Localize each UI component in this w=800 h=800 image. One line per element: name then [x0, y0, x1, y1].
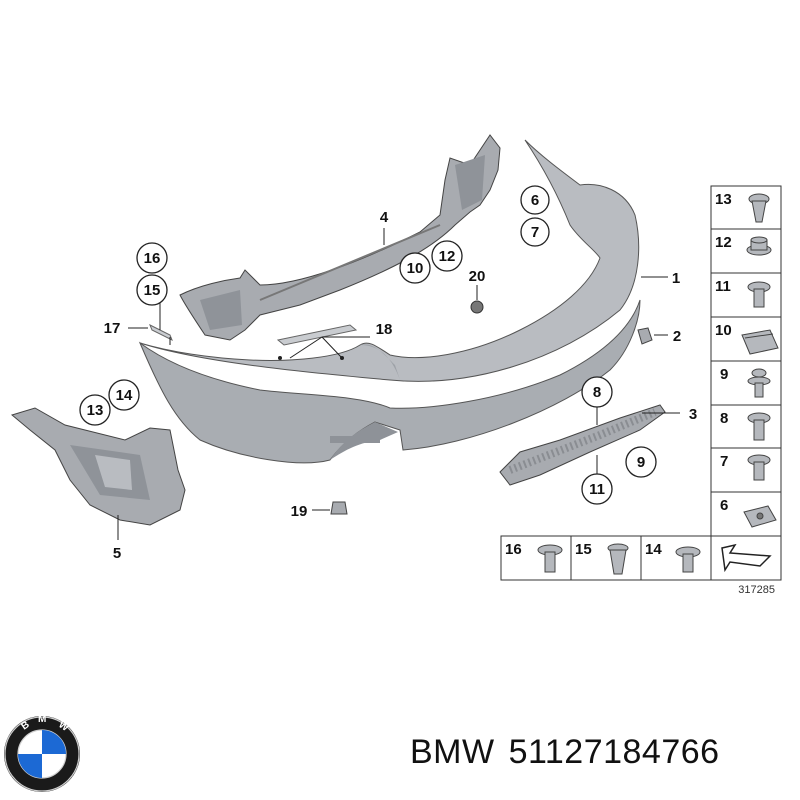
fastener-table-bottom: 16 15 14 317285	[500, 535, 782, 596]
bumper-trim-panel	[138, 139, 641, 464]
label-2: 2	[673, 328, 681, 345]
label-19: 19	[291, 503, 308, 520]
table-label-8: 8	[720, 410, 728, 427]
callout-15: 15	[136, 274, 168, 306]
strip-17	[149, 323, 173, 342]
plastic-screw-icon	[747, 412, 771, 441]
table-label-6: 6	[720, 497, 728, 514]
direction-arrow-icon	[721, 543, 772, 573]
leader-lines	[117, 228, 680, 540]
callout-13: 13	[79, 394, 111, 426]
diagram-code: 317285	[738, 584, 775, 596]
callout-12: 12	[431, 240, 463, 272]
table-label-16: 16	[505, 541, 522, 558]
brand-name: BMW	[410, 733, 495, 771]
label-17: 17	[104, 320, 121, 337]
hex-bolt-icon	[747, 454, 771, 481]
label-1: 1	[672, 270, 680, 287]
svg-text:13: 13	[87, 402, 104, 419]
fastener-table-right: 13 12 11 10 9 8 7 6	[710, 185, 782, 537]
table-label-11: 11	[715, 278, 731, 295]
svg-text:M: M	[38, 714, 46, 725]
table-label-12: 12	[715, 234, 732, 251]
expansion-rivet-icon	[748, 193, 770, 223]
svg-text:10: 10	[407, 260, 424, 277]
callout-11: 11	[581, 473, 613, 505]
label-4: 4	[380, 209, 389, 226]
table-label-9: 9	[720, 366, 728, 383]
push-rivet-icon	[607, 543, 629, 575]
label-20: 20	[469, 268, 486, 285]
clip-nut-icon	[743, 505, 777, 528]
svg-text:6: 6	[531, 192, 539, 209]
table-label-13: 13	[715, 191, 732, 208]
clip-2	[637, 327, 653, 345]
label-18: 18	[376, 321, 393, 338]
part-number: 51127184766	[508, 733, 720, 771]
svg-text:15: 15	[144, 282, 161, 299]
table-label-7: 7	[720, 453, 728, 470]
label-5: 5	[113, 545, 121, 562]
side-bracket	[10, 407, 186, 526]
svg-text:16: 16	[144, 250, 161, 267]
footer-part-info: BMW 51127184766	[410, 733, 734, 772]
callout-6: 6	[520, 185, 550, 215]
svg-text:12: 12	[439, 248, 456, 265]
callout-14: 14	[108, 379, 140, 411]
callout-7: 7	[520, 217, 550, 247]
callout-16: 16	[136, 242, 168, 274]
callout-8: 8	[581, 376, 613, 408]
callout-10: 10	[399, 252, 431, 284]
label-3: 3	[689, 406, 697, 423]
plastic-rivet-icon	[747, 368, 771, 398]
svg-text:11: 11	[589, 481, 605, 498]
callout-9: 9	[625, 446, 657, 478]
svg-text:14: 14	[116, 387, 133, 404]
table-label-10: 10	[715, 322, 732, 339]
svg-text:8: 8	[593, 384, 601, 401]
diffuser-panel	[499, 404, 666, 486]
svg-text:9: 9	[637, 454, 645, 471]
bumper-carrier	[179, 134, 501, 341]
screw-icon	[747, 281, 771, 308]
spring-nut-icon	[741, 329, 779, 355]
svg-text:7: 7	[531, 224, 539, 241]
nut-icon	[746, 236, 772, 256]
reflector-strip	[276, 324, 358, 346]
bolt-icon	[537, 544, 563, 573]
table-label-14: 14	[645, 541, 662, 558]
nut-20	[470, 300, 484, 314]
clip-19	[330, 501, 348, 515]
table-label-15: 15	[575, 541, 592, 558]
bmw-logo: B M W	[4, 714, 80, 792]
screw-icon-14	[675, 546, 701, 573]
